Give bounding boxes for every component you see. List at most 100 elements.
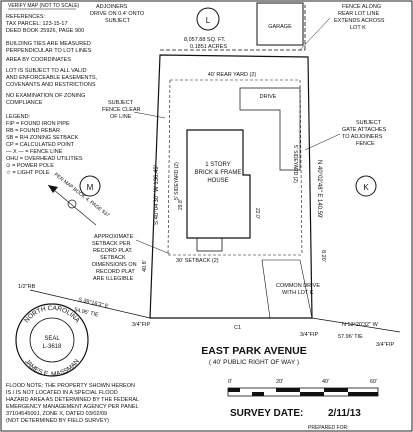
dim-298: 29.8' <box>178 199 184 210</box>
lot-m-label: M <box>87 183 94 192</box>
lot-m-marker <box>79 175 101 197</box>
subject-fence-leader <box>133 111 166 119</box>
west-bearing: S 40°04'30" W 136.49' <box>154 165 160 225</box>
flood-note: FLOOD NOTE: THE PROPERTY SHOWN HEREON IS… <box>6 383 139 424</box>
svg-text:COMPLIANCE: COMPLIANCE <box>6 100 43 106</box>
lot-k-label: K <box>363 183 369 192</box>
side-yard-right-label: 5' SIDEYARD (2) <box>292 145 298 183</box>
svg-text:L-3618: L-3618 <box>43 344 62 350</box>
lot-k-marker <box>355 175 377 197</box>
rear-yard-label: 40' REAR YARD (2) <box>208 72 257 78</box>
svg-text:SETBACK PER: SETBACK PER <box>92 241 131 247</box>
svg-text:SURVEY DATE:: SURVEY DATE: <box>230 408 303 419</box>
area-note: AREA BY COORDINATES <box>6 57 71 63</box>
survey-date: SURVEY DATE: 2/11/13 <box>230 408 361 419</box>
street-sub: ( 40' PUBLIC RIGHT OF WAY ) <box>209 359 299 366</box>
east-bearing: N 40°02'48" E 140.59' <box>316 160 322 219</box>
svg-text:SUBJECT: SUBJECT <box>108 100 134 106</box>
dim-22: 22.0' <box>254 208 260 219</box>
north-bearing: N 53°20'32" W <box>342 322 379 328</box>
svg-text:DIMENSIONS ON: DIMENSIONS ON <box>92 262 137 268</box>
svg-text:SUBJECT: SUBJECT <box>356 120 382 126</box>
svg-text:FENCE: FENCE <box>356 141 375 147</box>
subject-gate-leader <box>304 133 341 151</box>
svg-text:60': 60' <box>370 379 377 385</box>
front-porch <box>196 237 223 252</box>
svg-text:HOUSE: HOUSE <box>207 178 228 184</box>
svg-text:(NOT DETERMINED BY FIELD SURVE: (NOT DETERMINED BY FIELD SURVEY) <box>6 418 109 424</box>
svg-text:FENCE ALONG: FENCE ALONG <box>342 4 381 10</box>
svg-text:8,057.88 SQ. FT.: 8,057.88 SQ. FT. <box>184 37 226 43</box>
zoning-note: NO EXAMINATION OF ZONING COMPLIANCE <box>6 93 85 106</box>
references-note: REFERENCES: TAX PARCEL: 123-15-17 DEED B… <box>6 14 84 34</box>
garage-outline <box>256 2 304 46</box>
fip-left: 3/4"FIP <box>132 322 150 328</box>
fip-right-a: 3/4"FIP <box>300 332 318 338</box>
svg-text:2/11/13: 2/11/13 <box>328 408 361 419</box>
svg-text:TO ADJOINERS: TO ADJOINERS <box>342 134 383 140</box>
svg-text:ADJOINERS: ADJOINERS <box>96 4 128 10</box>
adjoiners-note: ADJOINERS DRIVE ON 0.4' ONTO SUBJECT <box>90 4 145 24</box>
svg-text:BUILDING TIES ARE MEASURED: BUILDING TIES ARE MEASURED <box>6 41 91 47</box>
verify-map-label: VERIFY MAP (NOT TO SCALE) <box>8 3 80 9</box>
fip-right-b: 3/4"FIP <box>376 342 394 348</box>
svg-text:COVENANTS AND RESTRICTIONS: COVENANTS AND RESTRICTIONS <box>6 82 96 88</box>
garage-label: GARAGE <box>268 24 292 30</box>
svg-text:FLOOD NOTE: THE PROPERTY SHOWN: FLOOD NOTE: THE PROPERTY SHOWN HEREON <box>6 383 135 389</box>
svg-text:3710454500J, ZONE X, DATED 03/: 3710454500J, ZONE X, DATED 03/02/09 <box>6 411 107 417</box>
subject-fence-note: SUBJECT FENCE CLEAR OF LINE <box>102 100 141 120</box>
tie-5796: 57.96' TIE <box>338 334 363 340</box>
north-arrow-circle <box>67 199 77 209</box>
fence-leader <box>299 17 331 51</box>
svg-text:PERPENDICULAR TO LOT LINES: PERPENDICULAR TO LOT LINES <box>6 48 92 54</box>
svg-text:40': 40' <box>322 379 329 385</box>
tie-5495: 54.95' TIE <box>74 307 100 318</box>
svg-text:HAZARD AREA AS DETERMINED BY T: HAZARD AREA AS DETERMINED BY THE FEDERAL <box>6 397 139 403</box>
curve-c1: C1 <box>234 325 241 331</box>
svg-text:IS / IS NOT LOCATED IN A SPECI: IS / IS NOT LOCATED IN A SPECIAL FLOOD <box>6 390 118 396</box>
svg-text:NO EXAMINATION OF ZONING: NO EXAMINATION OF ZONING <box>6 93 85 99</box>
svg-text:DEED BOOK 25926, PAGE 900: DEED BOOK 25926, PAGE 900 <box>6 28 84 34</box>
svg-text:1 STORY: 1 STORY <box>205 162 230 168</box>
svg-text:GATE ATTACHES: GATE ATTACHES <box>342 127 387 133</box>
house-footprint <box>186 129 251 239</box>
svg-text:— X — = FENCE LINE: — X — = FENCE LINE <box>6 149 63 155</box>
svg-text:0.1851 ACRES: 0.1851 ACRES <box>190 44 227 50</box>
drive-label: DRIVE <box>260 94 277 100</box>
svg-text:⊙ = POWER POLE: ⊙ = POWER POLE <box>6 163 54 169</box>
lot-l-label: L <box>206 16 211 25</box>
svg-text:LOT IS SUBJECT TO ALL VALID: LOT IS SUBJECT TO ALL VALID <box>6 68 87 74</box>
lot-l-marker <box>196 7 220 31</box>
svg-text:SEAL: SEAL <box>44 336 60 342</box>
house-label: 1 STORY BRICK & FRAME HOUSE <box>195 162 242 184</box>
svg-text:☆ = LIGHT POLE: ☆ = LIGHT POLE <box>6 169 50 176</box>
svg-text:LOT K: LOT K <box>350 25 366 31</box>
north-tie-line <box>311 317 401 333</box>
street-name: EAST PARK AVENUE <box>201 345 306 357</box>
scale-bar: 0' 20' 40' 60' <box>227 379 379 397</box>
drive-outline <box>239 87 301 171</box>
subject-gate-note: SUBJECT GATE ATTACHES TO ADJOINERS FENCE <box>342 120 387 147</box>
svg-text:SUBJECT: SUBJECT <box>105 18 131 24</box>
svg-text:RECORD PLAT: RECORD PLAT <box>96 269 135 275</box>
front-left-dim: 40.8' <box>142 260 148 272</box>
setback-note: APPROXIMATE SETBACK PER RECORD PLAT. SET… <box>92 234 137 282</box>
svg-text:REFERENCES:: REFERENCES: <box>6 14 46 20</box>
svg-text:COMMON DRIVE: COMMON DRIVE <box>276 283 320 289</box>
svg-text:EXTENDS ACROSS: EXTENDS ACROSS <box>334 18 385 24</box>
svg-text:BRICK & FRAME: BRICK & FRAME <box>195 170 242 176</box>
svg-text:EMERGENCY MANAGEMENT AGENCY PE: EMERGENCY MANAGEMENT AGENCY PER PANEL <box>6 404 139 410</box>
svg-text:OF LINE: OF LINE <box>110 114 132 120</box>
svg-text:ARE ILLEGIBLE: ARE ILLEGIBLE <box>93 276 134 282</box>
svg-text:TAX PARCEL: 123-15-17: TAX PARCEL: 123-15-17 <box>6 21 68 27</box>
svg-text:RECORD PLAT.: RECORD PLAT. <box>93 248 133 254</box>
svg-text:20': 20' <box>276 379 283 385</box>
svg-text:RB = FOUND REBAR: RB = FOUND REBAR <box>6 128 60 134</box>
svg-text:0': 0' <box>228 379 232 385</box>
lot-subject-note: LOT IS SUBJECT TO ALL VALID AND ENFORCEA… <box>6 68 98 88</box>
svg-text:APPROXIMATE: APPROXIMATE <box>94 234 134 240</box>
north-arrow-line <box>47 184 97 226</box>
svg-text:WITH LOT K: WITH LOT K <box>282 290 314 296</box>
